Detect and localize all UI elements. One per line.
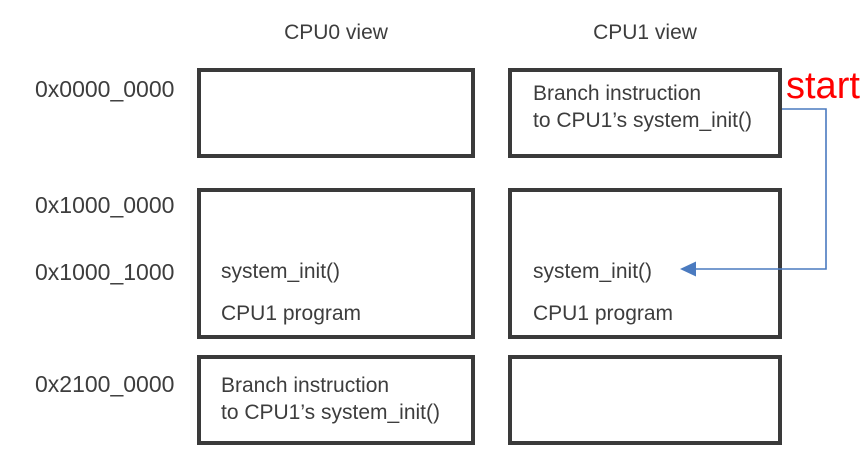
address-label-0x1000-1000: 0x1000_1000 xyxy=(35,259,175,285)
start-label: start xyxy=(786,65,860,107)
cpu0-memory-box-middle xyxy=(197,188,475,339)
box-text-line: to CPU1’s system_init() xyxy=(533,109,753,132)
box-text-line: Branch instruction xyxy=(533,82,702,105)
cpu0-program-text: CPU1 program xyxy=(221,302,362,325)
cpu0-system-init-text: system_init() xyxy=(221,260,341,283)
cpu0-memory-box-bottom xyxy=(197,355,475,445)
address-label-0x0000-0000: 0x0000_0000 xyxy=(35,76,175,102)
cpu0-memory-box-top-empty xyxy=(197,68,475,158)
cpu1-system-init-text: system_init() xyxy=(533,260,653,283)
cpu0-branch-instruction-text: Branch instruction to CPU1’s system_init… xyxy=(221,372,440,426)
box-text-line: to CPU1’s system_init() xyxy=(221,401,441,424)
address-label-0x2100-0000: 0x2100_0000 xyxy=(35,371,175,397)
address-label-0x1000-0000: 0x1000_0000 xyxy=(35,192,175,218)
cpu0-view-title: CPU0 view xyxy=(284,21,388,44)
cpu1-program-text: CPU1 program xyxy=(533,302,674,325)
box-text-line: Branch instruction xyxy=(221,374,390,397)
cpu1-memory-box-bottom-empty xyxy=(508,355,782,445)
cpu1-branch-instruction-text: Branch instruction to CPU1’s system_init… xyxy=(533,80,752,134)
cpu1-view-title: CPU1 view xyxy=(593,21,697,44)
